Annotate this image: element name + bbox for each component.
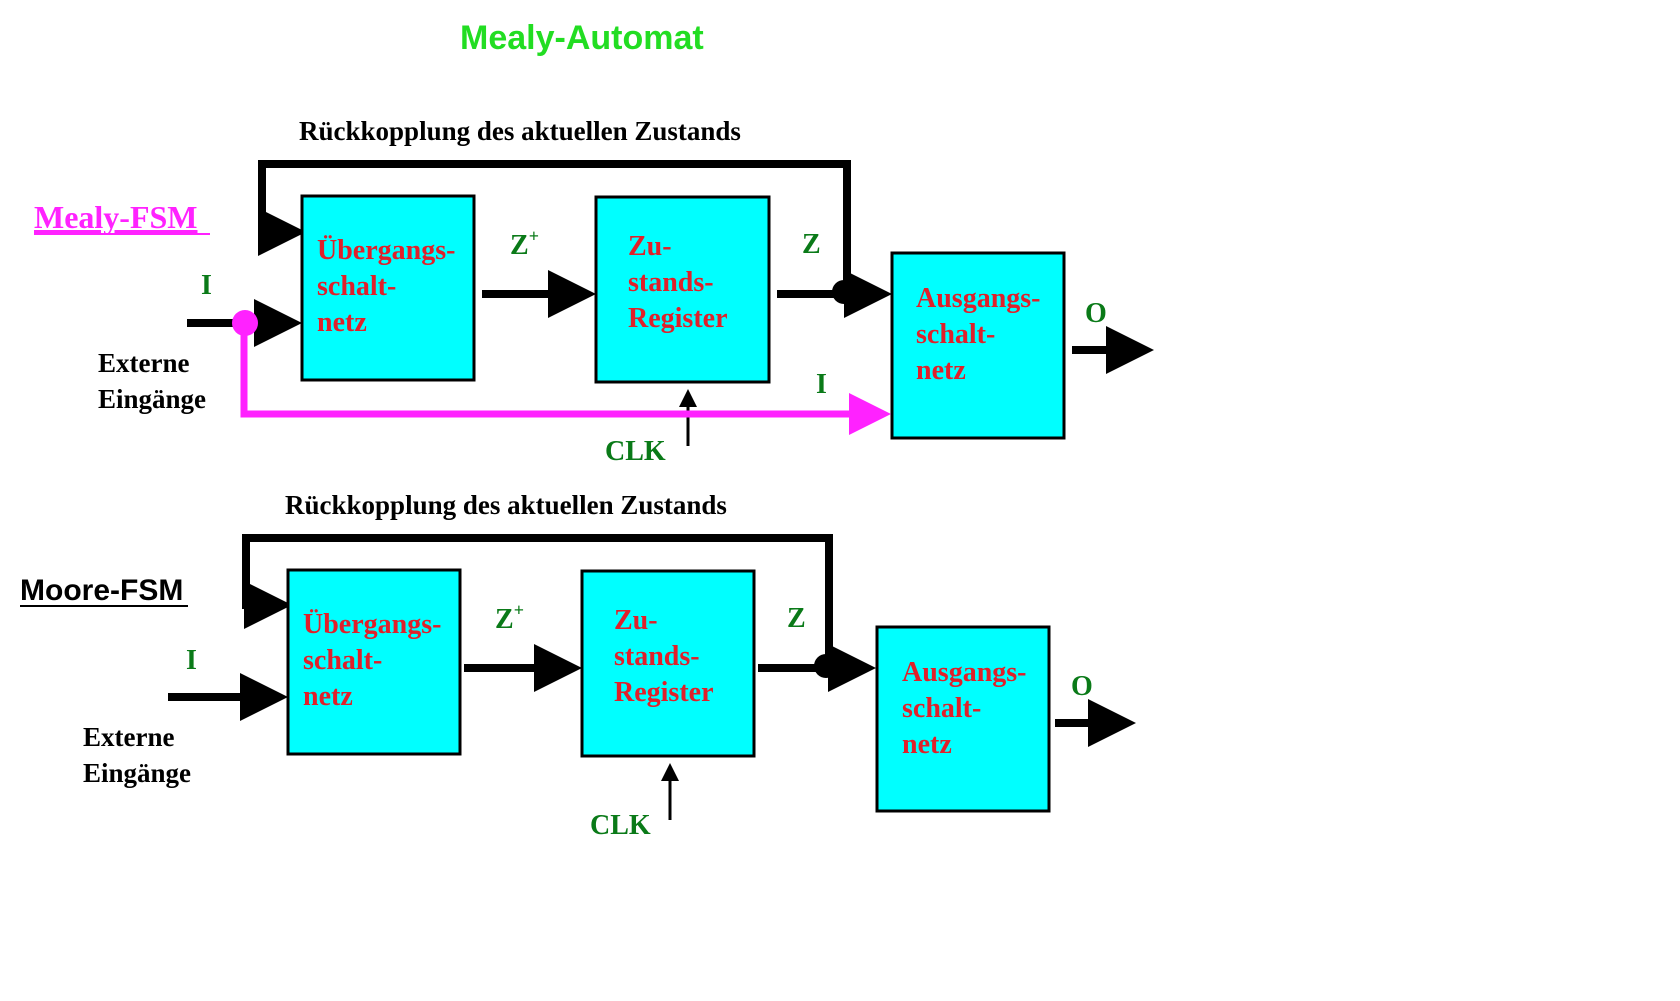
mealy-label: Mealy-FSM bbox=[34, 199, 198, 235]
mealy-transition-line-1: Übergangs- bbox=[317, 235, 455, 266]
moore-output-line-3: netz bbox=[902, 729, 952, 760]
moore-output-line-1: Ausgangs- bbox=[902, 657, 1026, 688]
moore-feedback-wire bbox=[242, 534, 833, 666]
moore-clock-label: CLK bbox=[590, 810, 651, 841]
moore-output-label: O bbox=[1071, 671, 1093, 702]
svg-text:Externe: Externe bbox=[83, 722, 174, 752]
mealy-input-label: I bbox=[201, 270, 212, 301]
svg-text:Z+: Z+ bbox=[510, 226, 539, 261]
svg-text:Zu-: Zu- bbox=[628, 231, 672, 262]
svg-text:schalt-: schalt- bbox=[902, 693, 981, 724]
moore-state-label: Z bbox=[787, 603, 806, 634]
svg-text:Ausgangs-: Ausgangs- bbox=[916, 283, 1040, 314]
mealy-transition-box bbox=[300, 194, 476, 382]
mealy-next-state-superscript: + bbox=[529, 226, 539, 246]
moore-fsm: Moore-FSM Rückkopplung des aktuellen Zus… bbox=[20, 490, 1136, 841]
moore-transition-line-2: schalt- bbox=[303, 645, 382, 676]
moore-external-line-1: Externe bbox=[83, 722, 174, 752]
moore-next-state-superscript: + bbox=[514, 600, 524, 620]
svg-text:Eingänge: Eingänge bbox=[83, 758, 191, 788]
mealy-next-state-label: Z bbox=[510, 230, 529, 261]
mealy-feedback-label: Rückkopplung des aktuellen Zustands bbox=[299, 116, 741, 146]
mealy-feedback-wire bbox=[258, 160, 851, 294]
svg-text:stands-: stands- bbox=[628, 267, 714, 298]
mealy-register-line-1: Zu- bbox=[628, 231, 672, 262]
moore-output-box bbox=[875, 625, 1051, 813]
moore-output-line-2: schalt- bbox=[902, 693, 981, 724]
moore-state-junction bbox=[814, 654, 838, 678]
svg-text:Register: Register bbox=[614, 677, 714, 708]
mealy-register-line-3: Register bbox=[628, 303, 728, 334]
moore-next-state-label: Z bbox=[495, 604, 514, 635]
svg-text:stands-: stands- bbox=[614, 641, 700, 672]
mealy-fsm: Mealy-FSM Rückkopplung des aktuellen Zus… bbox=[34, 116, 1154, 467]
mealy-output-label: O bbox=[1085, 298, 1107, 329]
svg-text:Z+: Z+ bbox=[495, 600, 524, 635]
moore-register-line-2: stands- bbox=[614, 641, 700, 672]
mealy-state-label: Z bbox=[802, 229, 821, 260]
svg-text:netz: netz bbox=[303, 681, 353, 712]
mealy-input-junction bbox=[232, 310, 258, 336]
page-title: Mealy-Automat bbox=[460, 19, 704, 57]
mealy-state-junction bbox=[832, 280, 856, 304]
moore-register-line-3: Register bbox=[614, 677, 714, 708]
svg-text:netz: netz bbox=[916, 355, 966, 386]
mealy-external-line-2: Eingänge bbox=[98, 384, 206, 414]
moore-feedback-label: Rückkopplung des aktuellen Zustands bbox=[285, 490, 727, 520]
svg-text:Eingänge: Eingänge bbox=[98, 384, 206, 414]
mealy-input-bypass-wire bbox=[240, 323, 891, 435]
svg-text:schalt-: schalt- bbox=[916, 319, 995, 350]
mealy-transition-line-3: netz bbox=[317, 307, 367, 338]
mealy-clock-label: CLK bbox=[605, 436, 666, 467]
svg-text:Übergangs-: Übergangs- bbox=[317, 235, 455, 266]
svg-text:schalt-: schalt- bbox=[317, 271, 396, 302]
svg-text:Ausgangs-: Ausgangs- bbox=[902, 657, 1026, 688]
moore-label: Moore-FSM bbox=[20, 574, 183, 607]
svg-text:Übergangs-: Übergangs- bbox=[303, 609, 441, 640]
mealy-output-line-1: Ausgangs- bbox=[916, 283, 1040, 314]
mealy-output-box bbox=[890, 251, 1066, 440]
svg-text:Zu-: Zu- bbox=[614, 605, 658, 636]
mealy-register-line-2: stands- bbox=[628, 267, 714, 298]
svg-text:Register: Register bbox=[628, 303, 728, 334]
mealy-output-line-3: netz bbox=[916, 355, 966, 386]
svg-text:netz: netz bbox=[317, 307, 367, 338]
mealy-output-line-2: schalt- bbox=[916, 319, 995, 350]
svg-text:Externe: Externe bbox=[98, 348, 189, 378]
moore-external-line-2: Eingänge bbox=[83, 758, 191, 788]
moore-transition-box bbox=[286, 568, 462, 756]
moore-input-label: I bbox=[186, 645, 197, 676]
mealy-external-line-1: Externe bbox=[98, 348, 189, 378]
moore-transition-line-1: Übergangs- bbox=[303, 609, 441, 640]
moore-transition-line-3: netz bbox=[303, 681, 353, 712]
svg-text:schalt-: schalt- bbox=[303, 645, 382, 676]
mealy-state-register bbox=[594, 195, 771, 384]
moore-state-register bbox=[580, 569, 756, 758]
svg-text:netz: netz bbox=[902, 729, 952, 760]
mealy-bypass-label: I bbox=[816, 369, 827, 400]
mealy-transition-line-2: schalt- bbox=[317, 271, 396, 302]
moore-register-line-1: Zu- bbox=[614, 605, 658, 636]
